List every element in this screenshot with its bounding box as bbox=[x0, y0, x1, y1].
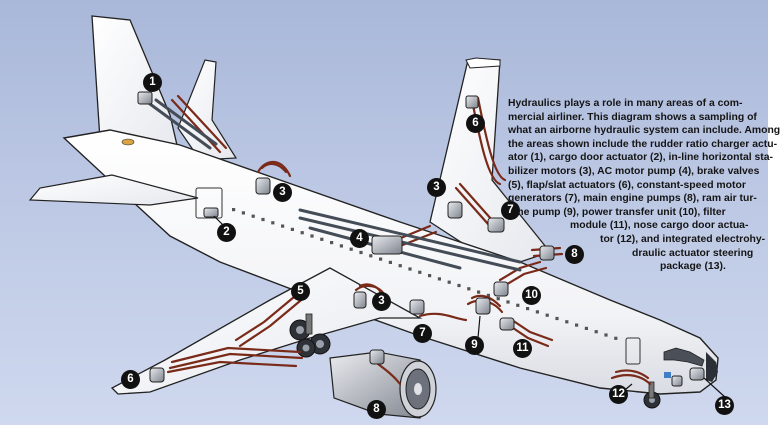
cabin-window bbox=[467, 287, 471, 291]
cabin-window bbox=[565, 320, 569, 324]
callout-4: 4 bbox=[350, 229, 369, 248]
callout-7-near: 7 bbox=[413, 324, 432, 343]
cabin-window bbox=[594, 330, 598, 334]
forward-door-outline bbox=[625, 337, 641, 365]
caption-line: mercial airliner. This diagram shows a s… bbox=[508, 111, 757, 123]
caption-line: (5), flap/slat actuators (6), constant-s… bbox=[508, 179, 746, 191]
callout-10: 10 bbox=[522, 286, 541, 305]
caption-line: draulic actuator steering bbox=[632, 247, 754, 259]
callout-13: 13 bbox=[715, 396, 734, 415]
cabin-window bbox=[555, 316, 559, 321]
tail-light bbox=[121, 138, 135, 146]
cockpit-windows bbox=[663, 347, 705, 367]
main-landing-gear bbox=[289, 313, 331, 358]
callout-3-far-wing: 3 bbox=[427, 178, 446, 197]
cabin-window bbox=[516, 303, 520, 307]
near-engine bbox=[329, 351, 437, 419]
caption-line: tor (12), and integrated electrohy- bbox=[600, 233, 766, 245]
cabin-window bbox=[457, 283, 461, 288]
cabin-window bbox=[398, 264, 402, 268]
cabin-windows bbox=[232, 208, 618, 340]
cabin-window bbox=[408, 267, 412, 271]
caption-line: module (11), nose cargo door actua- bbox=[570, 220, 749, 232]
caption-line: what an airborne hydraulic system can in… bbox=[508, 125, 780, 137]
near-horizontal-stabilizer bbox=[28, 174, 199, 206]
cabin-window bbox=[614, 336, 618, 340]
cabin-window bbox=[437, 277, 441, 281]
callout-5: 5 bbox=[291, 282, 310, 301]
caption-line: Hydraulics plays a role in many areas of… bbox=[508, 98, 743, 109]
callout-8-near: 8 bbox=[367, 400, 386, 419]
far-winglet bbox=[465, 57, 501, 69]
diagram-caption: Hydraulics plays a role in many areas of… bbox=[508, 97, 780, 274]
cabin-window bbox=[300, 231, 304, 235]
callout-9: 9 bbox=[465, 336, 484, 355]
cabin-window bbox=[428, 274, 432, 278]
cabin-window bbox=[526, 307, 530, 311]
cabin-window bbox=[369, 254, 373, 258]
nose-sensor bbox=[664, 372, 671, 378]
caption-line: package (13). bbox=[660, 261, 726, 273]
cabin-window bbox=[320, 237, 324, 241]
cabin-window bbox=[506, 300, 510, 304]
cabin-window bbox=[359, 250, 363, 255]
callout-1: 1 bbox=[143, 73, 162, 92]
cabin-window bbox=[241, 211, 245, 215]
cabin-window bbox=[477, 290, 481, 294]
caption-line: bine pump (9), power transfer unit (10),… bbox=[508, 206, 726, 218]
cabin-window bbox=[261, 217, 265, 222]
callout-3-tail: 3 bbox=[273, 183, 292, 202]
cabin-window bbox=[349, 247, 353, 251]
caption-line: ator (1), cargo door actuator (2), in-li… bbox=[508, 152, 773, 164]
caption-line: generators (7), main engine pumps (8), r… bbox=[508, 193, 757, 205]
cabin-window bbox=[281, 224, 285, 228]
nose-landing-gear bbox=[643, 381, 661, 409]
callout-11: 11 bbox=[513, 339, 532, 358]
cabin-window bbox=[310, 234, 314, 238]
cabin-window bbox=[388, 260, 392, 264]
cabin-window bbox=[604, 333, 608, 337]
cabin-window bbox=[496, 297, 500, 301]
cabin-window bbox=[339, 244, 343, 248]
callout-8-far: 8 bbox=[565, 245, 584, 264]
cabin-window bbox=[584, 326, 588, 330]
cabin-window bbox=[379, 257, 383, 261]
cabin-window bbox=[535, 310, 539, 314]
caption-line: the areas shown include the rudder ratio… bbox=[508, 138, 778, 150]
cabin-window bbox=[271, 221, 275, 225]
callout-3-near-wing: 3 bbox=[372, 292, 391, 311]
callout-2: 2 bbox=[217, 223, 236, 242]
callout-6-far-wing: 6 bbox=[466, 114, 485, 133]
hydraulic-components bbox=[137, 91, 705, 387]
cabin-window bbox=[232, 208, 236, 212]
cabin-window bbox=[330, 241, 334, 245]
cabin-window bbox=[486, 293, 490, 297]
cabin-window bbox=[545, 313, 549, 317]
cabin-window bbox=[447, 280, 451, 284]
callout-6-near-wing: 6 bbox=[121, 370, 140, 389]
cabin-window bbox=[418, 270, 422, 274]
callout-12: 12 bbox=[609, 385, 628, 404]
nose-radome bbox=[706, 352, 718, 382]
cabin-window bbox=[575, 323, 579, 327]
cargo-door-outline bbox=[195, 187, 223, 219]
callout-7-far: 7 bbox=[501, 201, 520, 220]
caption-line: bilizer motors (3), AC motor pump (4), b… bbox=[508, 165, 760, 177]
cabin-window bbox=[290, 227, 294, 231]
cabin-window bbox=[251, 214, 255, 218]
hydraulic-lines bbox=[166, 94, 652, 386]
